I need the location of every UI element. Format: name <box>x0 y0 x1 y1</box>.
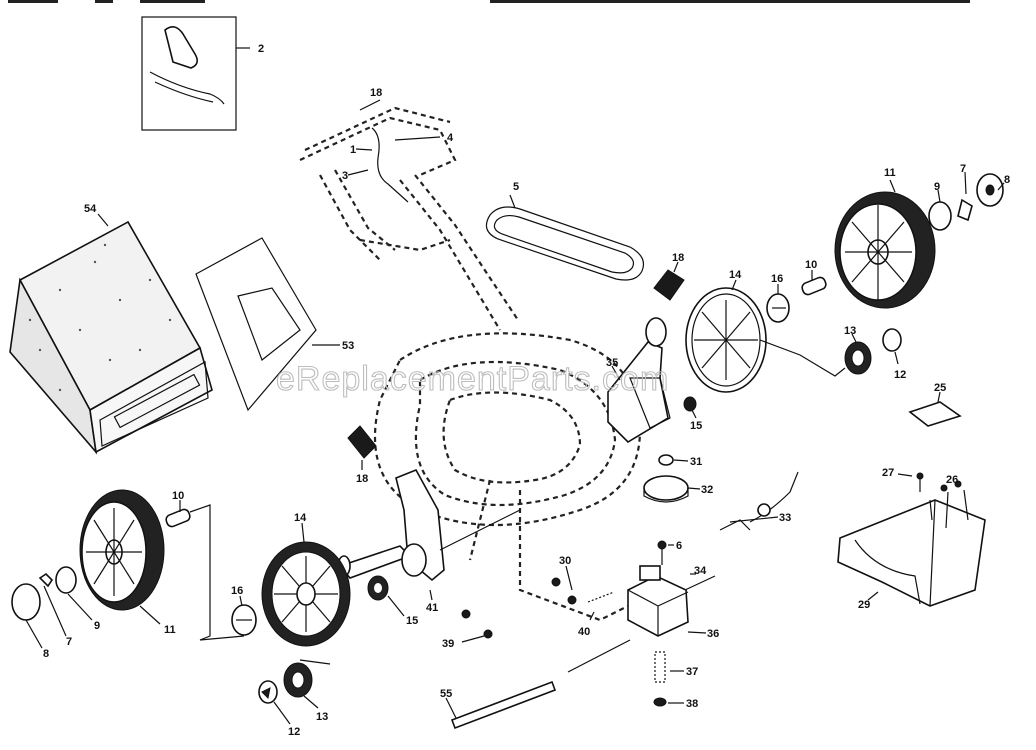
callout-label-8: 8 <box>1004 174 1010 186</box>
callout-label-31: 31 <box>690 456 702 468</box>
callout-label-7: 7 <box>960 163 966 175</box>
callout-label-18: 18 <box>672 252 684 264</box>
callout-label-10: 10 <box>805 259 817 271</box>
callout-label-11: 11 <box>884 167 896 179</box>
callout-label-14: 14 <box>729 269 742 281</box>
part-14-lower-wheel <box>261 522 351 647</box>
callout-label-8: 8 <box>43 648 49 660</box>
wheel-assembly-right <box>834 171 1005 309</box>
part-2-inset <box>141 16 250 131</box>
callout-label-54: 54 <box>84 203 97 215</box>
callout-label-16: 16 <box>771 273 783 285</box>
callout-label-13: 13 <box>316 711 328 723</box>
callout-label-33: 33 <box>779 512 791 524</box>
transmission-parts <box>567 471 799 707</box>
callout-label-18: 18 <box>370 87 382 99</box>
callout-label-36: 36 <box>707 628 719 640</box>
parts-30-39-bolts <box>461 565 577 643</box>
callout-label-53: 53 <box>342 340 354 352</box>
callout-label-37: 37 <box>686 666 698 678</box>
callout-label-5: 5 <box>513 181 519 193</box>
callout-label-12: 12 <box>894 369 906 381</box>
callout-label-15: 15 <box>406 615 418 627</box>
callout-label-35: 35 <box>606 357 618 369</box>
callout-label-4: 4 <box>447 132 454 144</box>
part-16-lower <box>199 595 257 641</box>
callout-label-2: 2 <box>258 43 264 55</box>
callout-label-32: 32 <box>701 484 713 496</box>
part-54-grass-bag <box>9 213 213 455</box>
callout-label-38: 38 <box>686 698 698 710</box>
callout-label-11: 11 <box>164 624 176 636</box>
watermark: eReplacementParts.com <box>276 360 669 398</box>
callout-label-13: 13 <box>844 325 856 337</box>
callout-label-7: 7 <box>66 636 72 648</box>
callout-label-1: 1 <box>350 144 356 156</box>
callout-label-41: 41 <box>426 602 438 614</box>
callout-label-26: 26 <box>946 474 958 486</box>
callout-label-12: 12 <box>288 726 300 738</box>
upper-small-parts <box>759 270 902 377</box>
callout-label-9: 9 <box>934 181 940 193</box>
parts-31-32-pulley <box>643 454 701 503</box>
callout-label-29: 29 <box>858 599 870 611</box>
callout-label-30: 30 <box>559 555 571 567</box>
part-5-belt <box>485 194 645 281</box>
part-14-upper-hub <box>685 279 767 393</box>
header-fragments <box>8 0 970 3</box>
callout-label-55: 55 <box>440 688 452 700</box>
wheel-assembly-left <box>11 489 211 649</box>
part-53-bag-frame <box>195 237 340 412</box>
callout-label-9: 9 <box>94 620 100 632</box>
parts-12-13-lower <box>258 659 331 725</box>
callout-label-14: 14 <box>294 512 307 524</box>
part-18-lower-and-41 <box>337 425 521 601</box>
callout-label-34: 34 <box>694 565 707 577</box>
part-29-rear-flap <box>837 391 986 607</box>
callout-label-16: 16 <box>231 585 243 597</box>
callout-label-25: 25 <box>934 382 946 394</box>
callout-label-40: 40 <box>578 626 590 638</box>
part-55-axle <box>445 680 557 730</box>
callout-label-15: 15 <box>690 420 702 432</box>
callout-label-18: 18 <box>356 473 368 485</box>
callout-label-27: 27 <box>882 467 894 479</box>
callout-label-39: 39 <box>442 638 454 650</box>
callout-label-6: 6 <box>676 540 682 552</box>
callout-label-10: 10 <box>172 490 184 502</box>
part-18-and-35 <box>607 261 697 444</box>
handle-assembly <box>299 99 519 331</box>
mower-deck <box>373 332 642 622</box>
callout-label-3: 3 <box>342 170 348 182</box>
part-15-lower <box>367 575 405 617</box>
